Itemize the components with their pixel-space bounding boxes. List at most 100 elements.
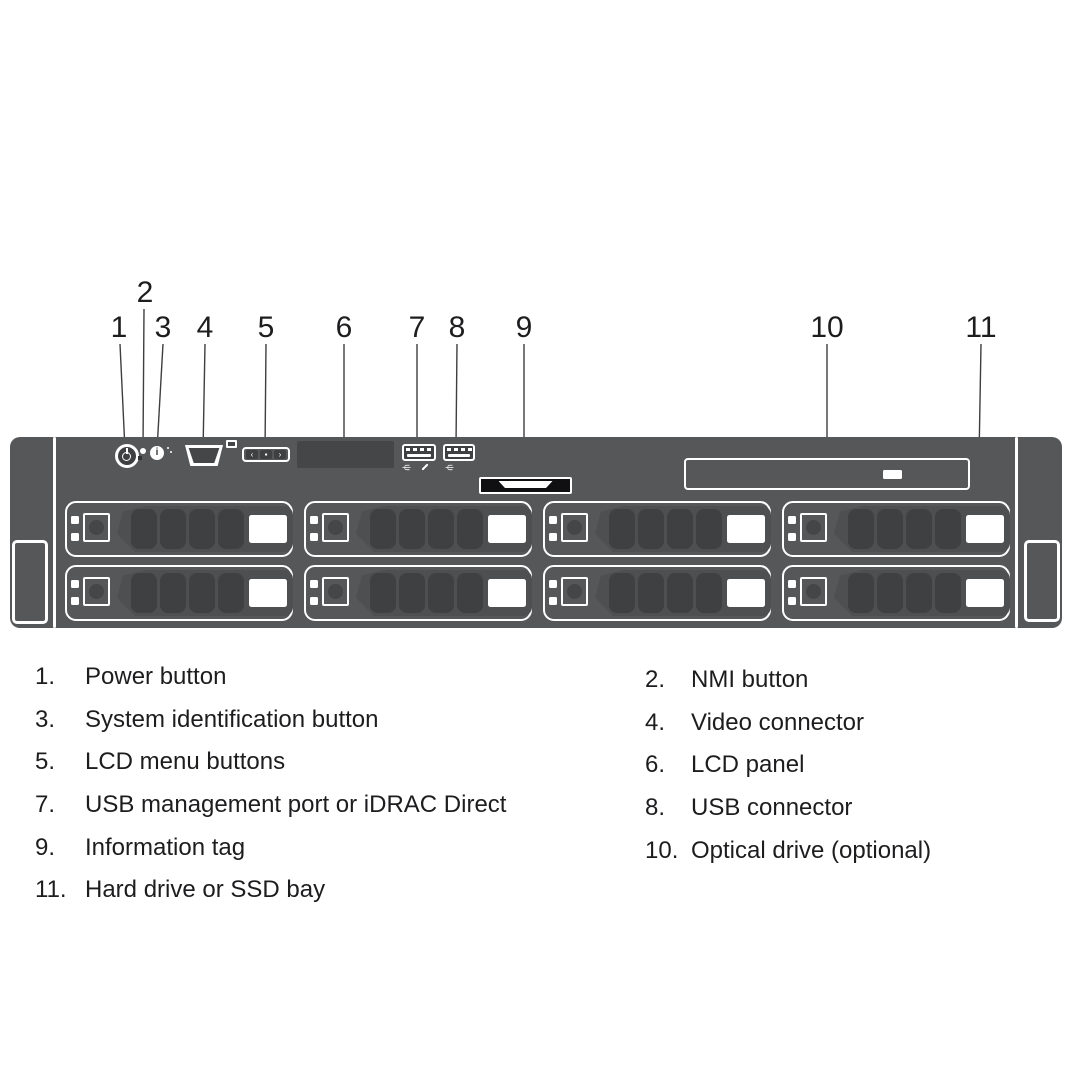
- callout-number-4: 4: [196, 311, 214, 344]
- bay-led: [549, 516, 557, 524]
- rack-ear-divider-left: [53, 437, 56, 628]
- lcd-menu-left-icon: ‹: [246, 450, 258, 459]
- drive-vent-slot: [638, 509, 664, 549]
- optical-drive: [684, 458, 970, 490]
- leader-line-5: [263, 343, 268, 453]
- bay-led: [71, 580, 79, 588]
- legend-item-number: 10.: [645, 836, 679, 864]
- system-id-button-icon: i: [150, 446, 164, 460]
- legend-item: 4.Video connector: [645, 708, 931, 736]
- legend-item: 6.LCD panel: [645, 753, 931, 777]
- drive-release-button: [83, 577, 110, 606]
- legend-item-number: 11.: [35, 876, 67, 904]
- lcd-panel: [297, 441, 394, 468]
- drive-carrier: [834, 570, 1010, 616]
- legend-right-column: 2. NMI button 4.Video connector 6.LCD panel…: [645, 668, 931, 881]
- drive-release-button: [83, 513, 110, 542]
- video-connector-socket: [188, 448, 220, 463]
- drive-bay: [543, 501, 771, 557]
- bay-led: [788, 516, 796, 524]
- callout-number-10: 10: [810, 311, 844, 344]
- drive-vent-slot: [218, 573, 244, 613]
- drive-carrier: [356, 570, 532, 616]
- legend-item-label: LCD panel: [691, 751, 805, 779]
- drive-vent-slot: [160, 573, 186, 613]
- callout-number-1: 1: [110, 311, 128, 344]
- legend-item: 3. System identification button: [35, 705, 506, 733]
- nmi-label-mark: [138, 456, 142, 460]
- power-button-icon: [115, 444, 139, 468]
- drive-vent-slot: [370, 573, 396, 613]
- legend-item-number: 8.: [645, 794, 666, 822]
- drive-vent-slot: [131, 573, 157, 613]
- drive-label: [727, 515, 765, 543]
- leader-line-1: [119, 343, 126, 451]
- legend-item-number: 3.: [35, 705, 56, 733]
- drive-carrier: [117, 570, 293, 616]
- bay-led: [549, 533, 557, 541]
- legend-item-number: 2.: [645, 666, 666, 693]
- legend-item: 9.Information tag: [35, 835, 506, 860]
- drive-bay: [543, 565, 771, 621]
- drive-vent-slot: [399, 509, 425, 549]
- leader-line-2: [141, 308, 146, 450]
- legend-item-number: 1.: [35, 663, 56, 690]
- drive-release-button: [800, 513, 827, 542]
- usb-connector: [443, 444, 475, 461]
- legend-item-label: NMI button: [691, 666, 809, 693]
- legend-item-label: Hard drive or SSD bay: [85, 876, 326, 904]
- wrench-icon: [421, 463, 429, 471]
- drive-vent-slot: [906, 509, 932, 549]
- leader-line-4: [202, 343, 206, 453]
- leader-line-2: [142, 308, 145, 450]
- drive-vent-slot: [218, 509, 244, 549]
- drive-label: [488, 515, 526, 543]
- drive-vent-slot: [131, 509, 157, 549]
- drive-vent-slot: [428, 573, 454, 613]
- legend-item: 8.USB connector: [645, 796, 931, 820]
- leader-line-1: [118, 343, 127, 451]
- drive-release-button: [322, 577, 349, 606]
- drive-release-button: [800, 577, 827, 606]
- video-connector-icon: [185, 445, 223, 466]
- lcd-menu-right-icon: ›: [274, 450, 286, 459]
- legend-item-label: System identification button: [85, 705, 379, 733]
- lcd-menu-buttons: ‹ ▪ ›: [242, 447, 290, 462]
- drive-bay: [304, 565, 532, 621]
- legend-item: 1.Power button: [35, 665, 506, 689]
- drive-bay: [304, 501, 532, 557]
- drive-vent-slot: [667, 573, 693, 613]
- drive-vent-slot: [189, 509, 215, 549]
- legend-item-number: 7.: [35, 791, 56, 819]
- system-id-mark: [167, 447, 169, 449]
- drive-release-button: [322, 513, 349, 542]
- bay-led: [71, 533, 79, 541]
- leader-line-4: [201, 343, 207, 453]
- leader-line-8: [454, 343, 459, 447]
- legend-item-number: 4.: [645, 708, 666, 736]
- drive-label: [488, 579, 526, 607]
- optical-eject-button: [883, 470, 902, 479]
- drive-vent-slot: [399, 573, 425, 613]
- callout-number-2: 2: [136, 276, 154, 309]
- leader-line-8: [455, 343, 458, 447]
- usb-icon: ψ: [402, 464, 413, 471]
- drive-vent-slot: [609, 509, 635, 549]
- bay-led: [788, 580, 796, 588]
- bay-led: [549, 580, 557, 588]
- drive-vent-slot: [189, 573, 215, 613]
- drive-vent-slot: [160, 509, 186, 549]
- drive-label: [966, 515, 1004, 543]
- leader-line-5: [264, 343, 267, 453]
- legend-item-label: USB management port or iDRAC Direct: [85, 791, 507, 819]
- drive-vent-slot: [877, 573, 903, 613]
- legend-item: 7. USB management port or iDRAC Direct: [35, 793, 506, 817]
- server-chassis: i ‹ ▪ › ψ ψ: [10, 437, 1062, 628]
- callout-number-3: 3: [154, 311, 172, 344]
- monitor-icon: [226, 440, 237, 448]
- drive-carrier: [595, 506, 771, 552]
- leader-line-3: [156, 343, 164, 451]
- bay-led: [788, 533, 796, 541]
- drive-bay: [65, 501, 293, 557]
